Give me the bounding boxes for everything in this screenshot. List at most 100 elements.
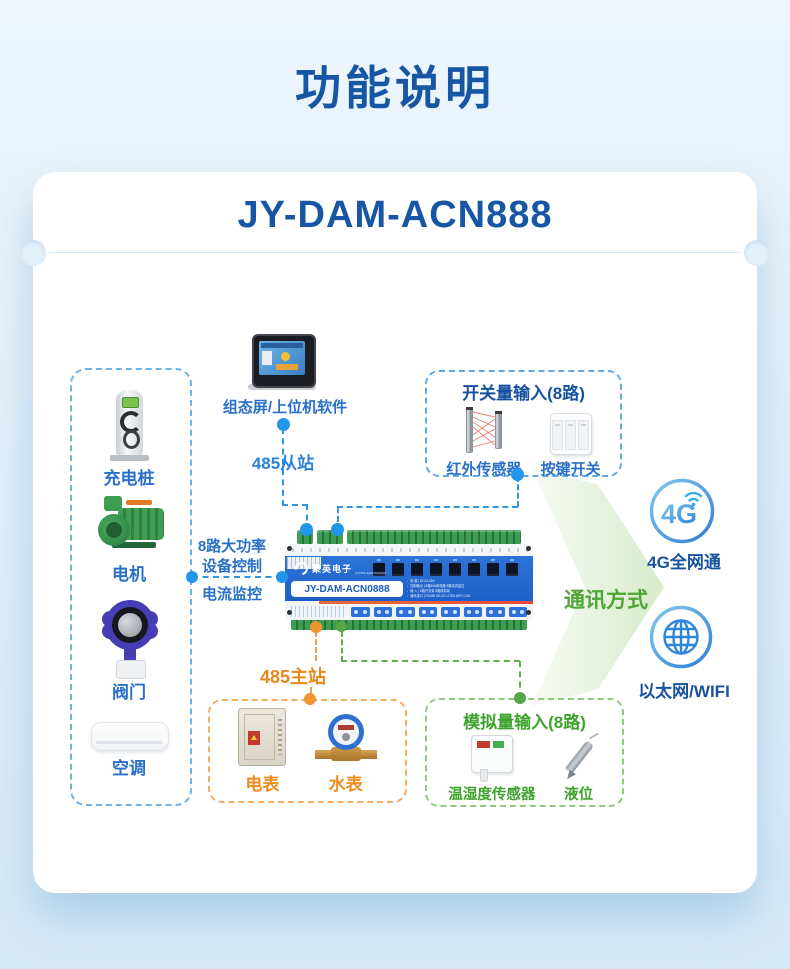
hmi-link-dot — [277, 418, 290, 431]
ev-charger-base — [110, 455, 149, 461]
control-capability-text: 8路大功率 设备控制 — [176, 537, 288, 577]
water-meter-icon — [314, 714, 377, 766]
load-label-motor: 电机 — [112, 565, 146, 584]
meter-item: 电表 — [238, 708, 287, 795]
switch-rocker — [565, 420, 577, 450]
digital-input-item-label: 红外传感器 — [446, 461, 522, 478]
device-model-label: JY-DAM-ACN0888 — [291, 581, 403, 597]
analog-link-line — [341, 660, 520, 662]
analog-item-label: 温湿度传感器 — [448, 787, 536, 803]
analog-link-line — [519, 661, 521, 698]
device-screw — [526, 546, 531, 551]
brand-name: 聚英电子 — [312, 564, 353, 574]
brand-logo-icon — [292, 559, 311, 578]
control-link-dot — [186, 571, 198, 583]
card-divider — [49, 252, 741, 253]
device-screw — [526, 610, 531, 615]
motor-pump-head — [98, 514, 130, 546]
air-conditioner-vent — [96, 741, 162, 744]
device-accent-stripe — [285, 601, 533, 604]
meter-box-dot — [304, 693, 316, 705]
ev-charger-socket — [123, 430, 140, 449]
device-port-dot — [300, 523, 313, 536]
hmi-label: 组态屏/上位机软件 — [222, 399, 348, 416]
hmi-link-line — [282, 504, 308, 506]
digital-box-dot — [511, 468, 524, 481]
controller-device: 聚英电子 JUYING ELECTRONIC JY-DAM-ACN0888 K1… — [285, 530, 533, 630]
rs485-slave-label: 485从站 — [251, 454, 315, 473]
air-conditioner-icon — [91, 722, 169, 751]
hmi-display-bar — [276, 364, 298, 370]
device-bottom-strip — [285, 604, 533, 620]
device-top-strip — [285, 544, 533, 556]
analog-input-item: 液位 — [557, 732, 601, 804]
device-body: 聚英电子 JUYING ELECTRONIC JY-DAM-ACN0888 K1… — [285, 556, 533, 604]
meter-box: 电表 水表 — [208, 699, 407, 803]
page-title: 功能说明 — [295, 62, 495, 114]
device-port-dot — [331, 523, 344, 536]
hmi-display-titlebar — [261, 343, 303, 348]
valve-stem — [124, 648, 136, 662]
brand-subtitle: JUYING ELECTRONIC — [355, 571, 387, 575]
analog-port-dot — [336, 621, 347, 632]
valve-disc — [118, 613, 142, 637]
master-link-line — [315, 631, 317, 661]
meter-item-label: 电表 — [245, 775, 280, 794]
digital-input-item-label: 按键开关 — [540, 461, 601, 478]
hmi-display-panel — [262, 351, 272, 365]
device-corner-label — [287, 557, 321, 569]
device-screw — [287, 610, 292, 615]
temp-humidity-sensor-icon — [470, 735, 513, 782]
device-terminal-bottom — [291, 620, 527, 630]
digital-input-title: 开关量输入(8路) — [462, 384, 585, 403]
4g-icon: 4G — [649, 478, 715, 544]
digital-input-item: 红外传感器 — [446, 407, 521, 479]
comm-method-label: 通讯方式 — [564, 589, 648, 612]
analog-input-item: 温湿度传感器 — [448, 735, 535, 804]
output-connector-row — [351, 607, 527, 617]
relay-row — [373, 563, 525, 576]
control-link-line — [192, 576, 282, 578]
hmi-link-line — [306, 504, 308, 531]
control-line-1: 8路大功率 — [197, 538, 267, 555]
device-terminal-top — [347, 530, 521, 544]
divider-notch-left — [20, 240, 46, 266]
product-model-title: JY-DAM-ACN888 — [237, 194, 553, 236]
device-screw — [287, 546, 292, 551]
digital-input-box: 开关量输入(8路) 红外传感器 — [425, 370, 622, 479]
motor-handle — [126, 500, 152, 505]
liquid-level-probe-icon — [557, 732, 601, 782]
current-monitor-text: 电流监控 — [201, 586, 262, 603]
digital-link-line — [517, 476, 519, 507]
device-bottom-markings — [291, 606, 347, 617]
meter-item-label: 水表 — [328, 775, 363, 794]
motor-icon — [104, 496, 122, 511]
digital-input-item: 按键开关 — [541, 413, 601, 479]
master-port-dot — [310, 621, 322, 633]
analog-input-title: 模拟量输入(8路) — [463, 713, 586, 732]
load-label-ac: 空调 — [112, 759, 146, 778]
device-spec-text: 电 源 | DC12-30V 控制输出 | 8路30A继电器 8路电流监控 输 … — [407, 579, 529, 599]
infrared-sensor-icon — [465, 407, 502, 453]
brand-logo: 聚英电子 JUYING ELECTRONIC — [292, 559, 387, 578]
control-line-2: 设备控制 — [201, 558, 262, 575]
load-devices-box — [70, 368, 192, 806]
push-switch-icon — [549, 413, 592, 455]
hmi-display-gauge — [281, 352, 290, 361]
comm-item-label: 以太网/WIFI — [638, 682, 730, 701]
hmi-link-line — [282, 428, 284, 506]
analog-input-box: 模拟量输入(8路) 温湿度传感器 液位 — [425, 698, 624, 807]
switch-rocker — [577, 420, 589, 450]
switch-rocker — [552, 420, 564, 450]
4g-badge-text: 4G — [661, 499, 697, 529]
valve-base — [116, 660, 146, 679]
analog-box-dot — [514, 692, 526, 704]
control-link-dot — [276, 571, 288, 583]
load-label-charger: 充电桩 — [103, 469, 155, 488]
analog-item-label: 液位 — [564, 787, 594, 803]
wifi-arcs-icon — [684, 491, 703, 502]
globe-icon — [649, 605, 713, 669]
digital-link-line — [337, 507, 339, 531]
